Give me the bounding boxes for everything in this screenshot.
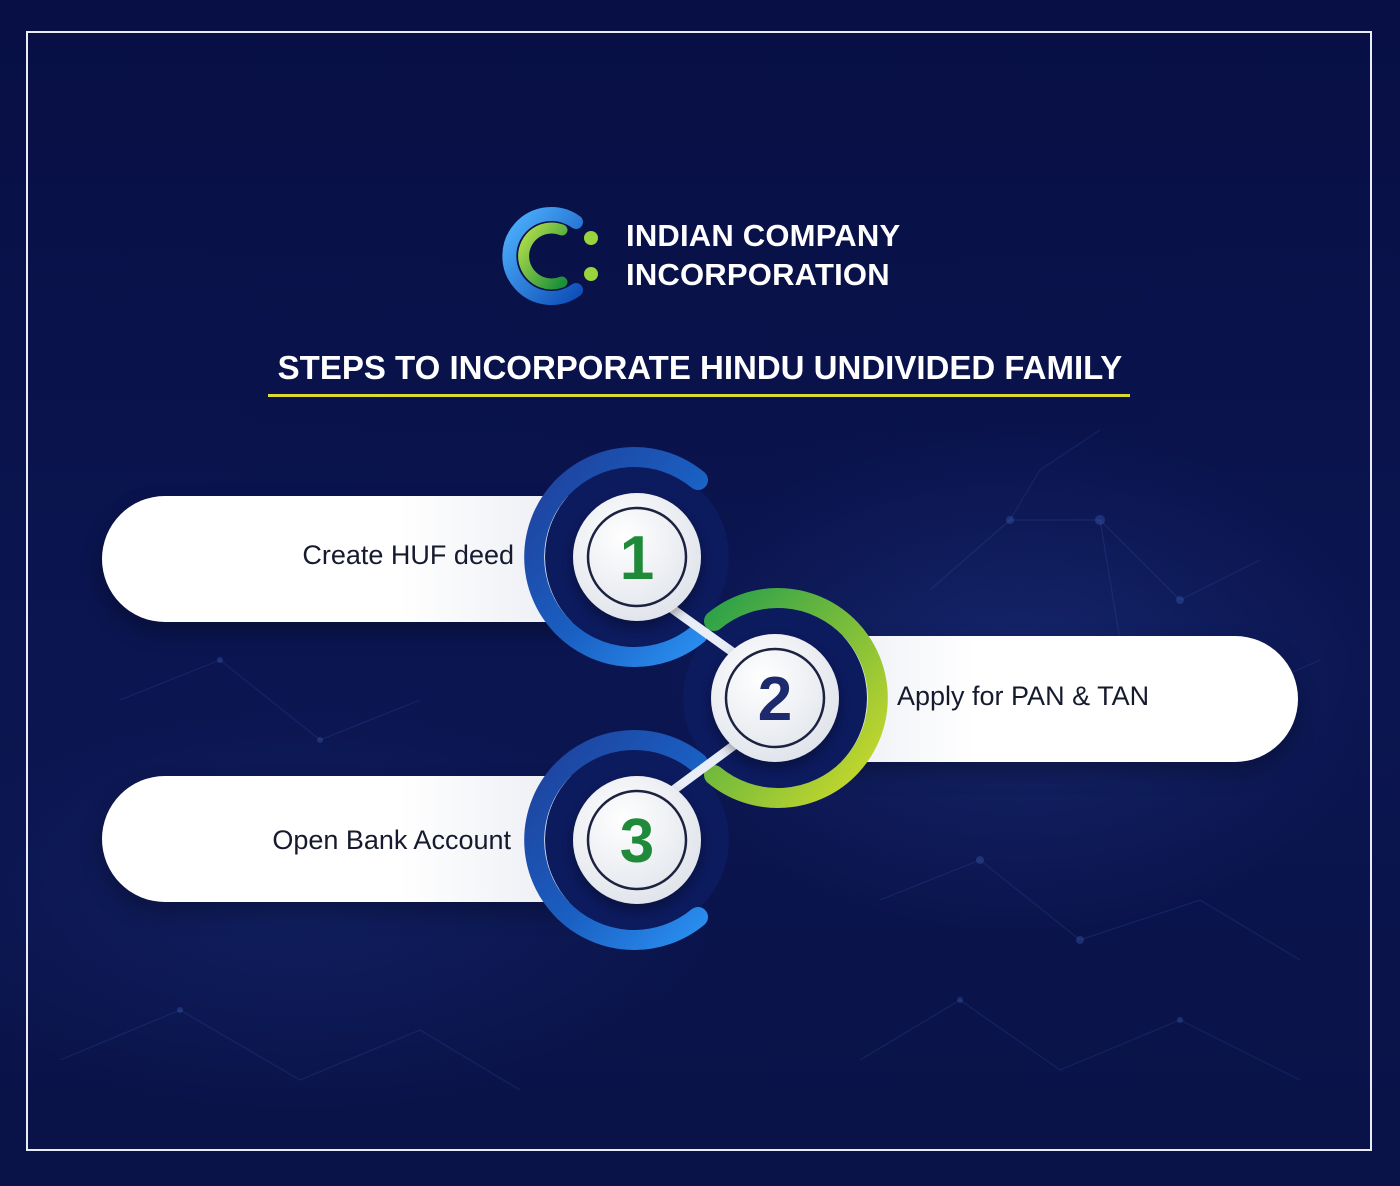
step-1-number: 1 bbox=[620, 524, 654, 593]
step-1-badge bbox=[573, 493, 701, 621]
step-3-number: 3 bbox=[620, 807, 654, 876]
step-2-ring bbox=[704, 588, 888, 808]
step-3-label: Open Bank Account bbox=[272, 825, 511, 855]
step-1-ring bbox=[524, 447, 708, 667]
step-3-ring bbox=[524, 730, 708, 950]
title-underline bbox=[268, 394, 1130, 397]
brand-name-line-1: INDIAN COMPANY bbox=[626, 218, 901, 253]
brand-name-line-2: INCORPORATION bbox=[626, 257, 890, 292]
step-2-label: Apply for PAN & TAN bbox=[897, 681, 1150, 711]
step-2-badge bbox=[711, 634, 839, 762]
step-2-number: 2 bbox=[758, 665, 792, 734]
step-3-badge-ring bbox=[586, 789, 688, 891]
step-2-badge-ring bbox=[724, 647, 826, 749]
step-1-badge-ring bbox=[586, 506, 688, 608]
step-1-label: Create HUF deed bbox=[302, 540, 514, 570]
step-3-badge bbox=[573, 776, 701, 904]
page-title: STEPS TO INCORPORATE HINDU UNDIVIDED FAM… bbox=[277, 349, 1123, 386]
brand-logo-icon bbox=[502, 207, 598, 305]
border-frame bbox=[26, 31, 1372, 1151]
